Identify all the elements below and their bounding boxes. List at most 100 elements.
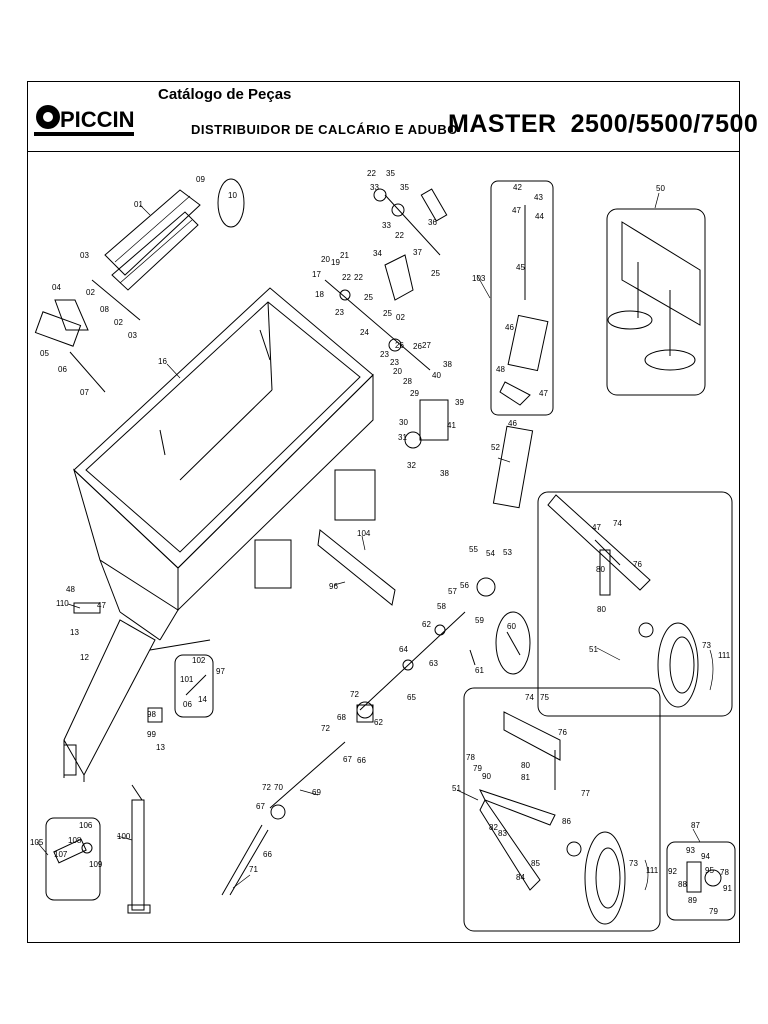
part-label: 57: [448, 587, 457, 596]
product-subtitle: DISTRIBUIDOR DE CALCÁRIO E ADUBO: [191, 122, 458, 137]
part-label: 46: [508, 419, 517, 428]
part-label: 51: [589, 645, 598, 654]
part-label: 51: [452, 784, 461, 793]
part-label: 80: [597, 605, 606, 614]
part-label: 35: [386, 169, 395, 178]
part-label: 98: [147, 710, 156, 719]
part-label: 105: [30, 838, 44, 847]
part-label: 24: [360, 328, 369, 337]
part-label: 70: [274, 783, 283, 792]
part-label: 104: [357, 529, 371, 538]
part-label: 66: [357, 756, 366, 765]
part-number-labels: 01 02 02 03 03 04 05 06 06 07 08 09 10 1…: [30, 169, 732, 916]
part-label: 97: [216, 667, 225, 676]
part-label: 59: [475, 616, 484, 625]
part-label: 80: [521, 761, 530, 770]
tow-frame: [63, 619, 211, 782]
wheel-assembly-upper: [547, 494, 699, 708]
part-label: 87: [691, 821, 700, 830]
part-label: 102: [192, 656, 206, 665]
part-label: 10: [228, 191, 237, 200]
catalog-title: Catálogo de Peças: [158, 86, 292, 103]
part-label: 48: [496, 365, 505, 374]
part-label: 95: [705, 866, 714, 875]
part-label: 32: [407, 461, 416, 470]
part-label: 07: [80, 388, 89, 397]
part-label: 91: [723, 884, 732, 893]
part-label: 48: [66, 585, 75, 594]
part-label: 83: [498, 829, 507, 838]
part-label: 72: [350, 690, 359, 699]
part-label: 67: [256, 802, 265, 811]
part-label: 41: [447, 421, 456, 430]
gear-assembly-top: [324, 188, 449, 449]
part-label: 111: [718, 651, 731, 660]
part-label: 25: [383, 309, 392, 318]
part-label: 55: [469, 545, 478, 554]
part-label: 47: [512, 206, 521, 215]
part-label: 29: [410, 389, 419, 398]
part-label: 47: [539, 389, 548, 398]
part-label: 33: [370, 183, 379, 192]
part-label: 50: [656, 184, 665, 193]
part-label: 45: [516, 263, 525, 272]
part-label: 90: [482, 772, 491, 781]
wheel-assembly-lower: [479, 711, 626, 925]
roller-shaft: [34, 279, 141, 393]
model-name: MASTER: [448, 110, 557, 138]
part-label: 74: [613, 519, 622, 528]
part-label: 82: [489, 823, 498, 832]
part-label: 22: [342, 273, 351, 282]
part-label: 63: [429, 659, 438, 668]
part-label: 72: [321, 724, 330, 733]
brand-wordmark: PICCIN: [60, 107, 135, 132]
part-label: 18: [315, 290, 324, 299]
part-label: 35: [400, 183, 409, 192]
deflector-plate: [317, 529, 396, 606]
part-label: 92: [668, 867, 677, 876]
piccin-logo: PICCIN: [34, 105, 135, 136]
model-designation: MASTER 2500/5500/7500: [448, 110, 768, 139]
part-label: 44: [535, 212, 544, 221]
part-label: 28: [403, 377, 412, 386]
model-numbers: 2500/5500/7500: [570, 110, 759, 138]
part-label: 33: [382, 221, 391, 230]
part-label: 110: [56, 599, 69, 608]
part-label: 30: [399, 418, 408, 427]
part-label: 09: [196, 175, 205, 184]
part-label: 25: [364, 293, 373, 302]
part-label: 77: [581, 789, 590, 798]
part-label: 73: [629, 859, 638, 868]
part-label: 106: [79, 821, 93, 830]
part-label: 86: [562, 817, 571, 826]
part-label: 21: [340, 251, 349, 260]
part-label: 107: [54, 850, 68, 859]
part-label: 78: [466, 753, 475, 762]
part-label: 62: [422, 620, 431, 629]
conveyor-chain: [104, 189, 201, 291]
detail-frames: [45, 178, 736, 932]
small-components: [53, 205, 722, 893]
part-label: 06: [183, 700, 192, 709]
part-label: 47: [97, 601, 106, 610]
part-label: 108: [68, 836, 82, 845]
part-label: 39: [455, 398, 464, 407]
part-label: 20: [321, 255, 330, 264]
part-label: 05: [40, 349, 49, 358]
part-label: 85: [531, 859, 540, 868]
part-label: 22: [395, 231, 404, 240]
part-label: 62: [374, 718, 383, 727]
part-label: 89: [688, 896, 697, 905]
part-label: 22: [367, 169, 376, 178]
part-label: 25: [431, 269, 440, 278]
part-label: 84: [516, 873, 525, 882]
part-label: 16: [158, 357, 167, 366]
part-label: 13: [156, 743, 165, 752]
part-label: 22: [354, 273, 363, 282]
part-label: 100: [117, 832, 131, 841]
part-label: 81: [521, 773, 530, 782]
part-label: 67: [343, 755, 352, 764]
part-label: 46: [505, 323, 514, 332]
part-label: 23: [335, 308, 344, 317]
